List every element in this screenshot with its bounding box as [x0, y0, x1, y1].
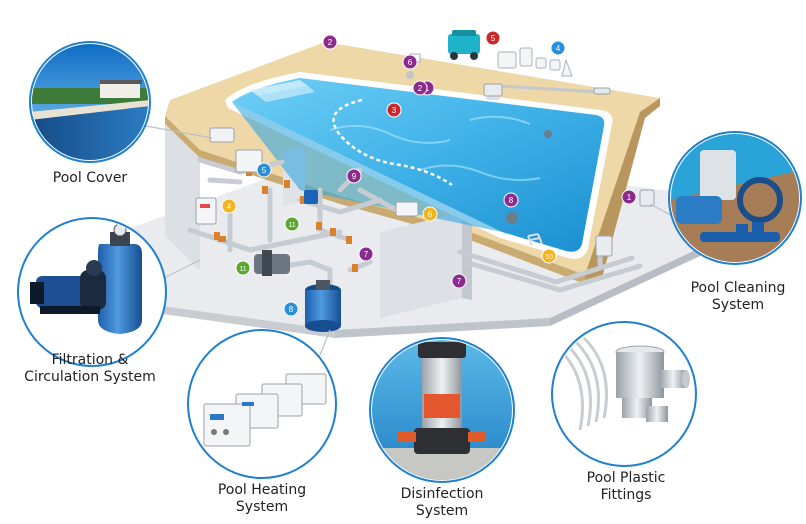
label-line: Pool Heating — [217, 482, 307, 498]
marker-number: 6 — [428, 210, 433, 219]
deck-cleaning-tools — [409, 30, 611, 100]
skimmer-fittings-photo-icon — [554, 324, 694, 464]
marker: 5 — [485, 30, 501, 46]
pool-cover-photo-icon — [32, 44, 148, 160]
marker-number: 6 — [408, 58, 413, 67]
marker-number: 10 — [545, 254, 553, 261]
marker: 5 — [256, 162, 272, 178]
cleaning-equipment-photo-icon — [671, 134, 799, 262]
marker: 8 — [503, 192, 519, 208]
label-line: System — [415, 503, 469, 519]
label-line: System — [711, 297, 765, 313]
marker-number: 4 — [227, 202, 232, 211]
marker-number: 2 — [328, 38, 333, 47]
pool-water — [225, 71, 613, 259]
pump-and-filter-photo-icon — [20, 220, 164, 364]
marker: 4 — [550, 40, 566, 56]
pool-cover-label: Pool Cover — [28, 170, 152, 187]
marker: 11 — [284, 216, 300, 232]
label-line: Pool Cleaning — [690, 280, 786, 296]
marker-number: 7 — [364, 250, 369, 259]
label-line: Pool Cover — [52, 170, 128, 186]
marker: 10 — [541, 248, 557, 264]
number-markers: 1 2 3 4 5 6 7 8 9 10 11 1 2 3 4 5 6 7 8 … — [221, 30, 637, 317]
heat-pump-photo-icon — [190, 332, 334, 476]
marker-number: 3 — [392, 106, 397, 115]
label-line: System — [235, 499, 289, 515]
disinfection-callout[interactable] — [369, 337, 515, 488]
cleaning-label: Pool Cleaning System — [676, 280, 800, 314]
marker: 9 — [346, 168, 362, 184]
marker: 11 — [235, 260, 251, 276]
marker: 2 — [322, 34, 338, 50]
label-line: Fittings — [600, 487, 652, 503]
filtration-callout[interactable] — [17, 217, 168, 368]
marker-number: 11 — [239, 266, 246, 273]
marker-number: 1 — [627, 193, 632, 202]
marker-number: 5 — [262, 166, 267, 175]
marker: 8 — [283, 301, 299, 317]
marker-number: 7 — [457, 277, 462, 286]
heating-callout[interactable] — [187, 329, 338, 480]
marker: 3 — [386, 102, 402, 118]
marker: 1 — [621, 189, 637, 205]
marker-number: 9 — [352, 172, 357, 181]
heating-label: Pool Heating System — [204, 482, 320, 516]
disinfection-label: Disinfection System — [384, 486, 500, 520]
plant-room-equipment — [195, 83, 655, 332]
marker: 6 — [402, 54, 418, 70]
marker-number: 4 — [556, 44, 561, 53]
marker-number: 11 — [288, 222, 295, 229]
marker: 7 — [358, 246, 374, 262]
marker-number: 8 — [289, 305, 294, 314]
label-line: Filtration & — [51, 352, 129, 368]
label-line: Pool Plastic — [586, 470, 666, 486]
marker: 7 — [451, 273, 467, 289]
cleaning-callout[interactable] — [668, 131, 802, 265]
marker-number: 2 — [418, 84, 423, 93]
marker: 4 — [221, 198, 237, 214]
marker-number: 8 — [509, 196, 514, 205]
fittings-callout[interactable] — [551, 321, 697, 467]
label-line: Circulation System — [24, 369, 156, 385]
marker: 2 — [412, 80, 428, 96]
filtration-label: Filtration & Circulation System — [12, 352, 168, 386]
label-line: Disinfection — [400, 486, 484, 502]
marker-number: 5 — [491, 34, 496, 43]
marker: 6 — [422, 206, 438, 222]
pool-cover-callout[interactable] — [29, 41, 151, 163]
fittings-label: Pool Plastic Fittings — [568, 470, 684, 504]
